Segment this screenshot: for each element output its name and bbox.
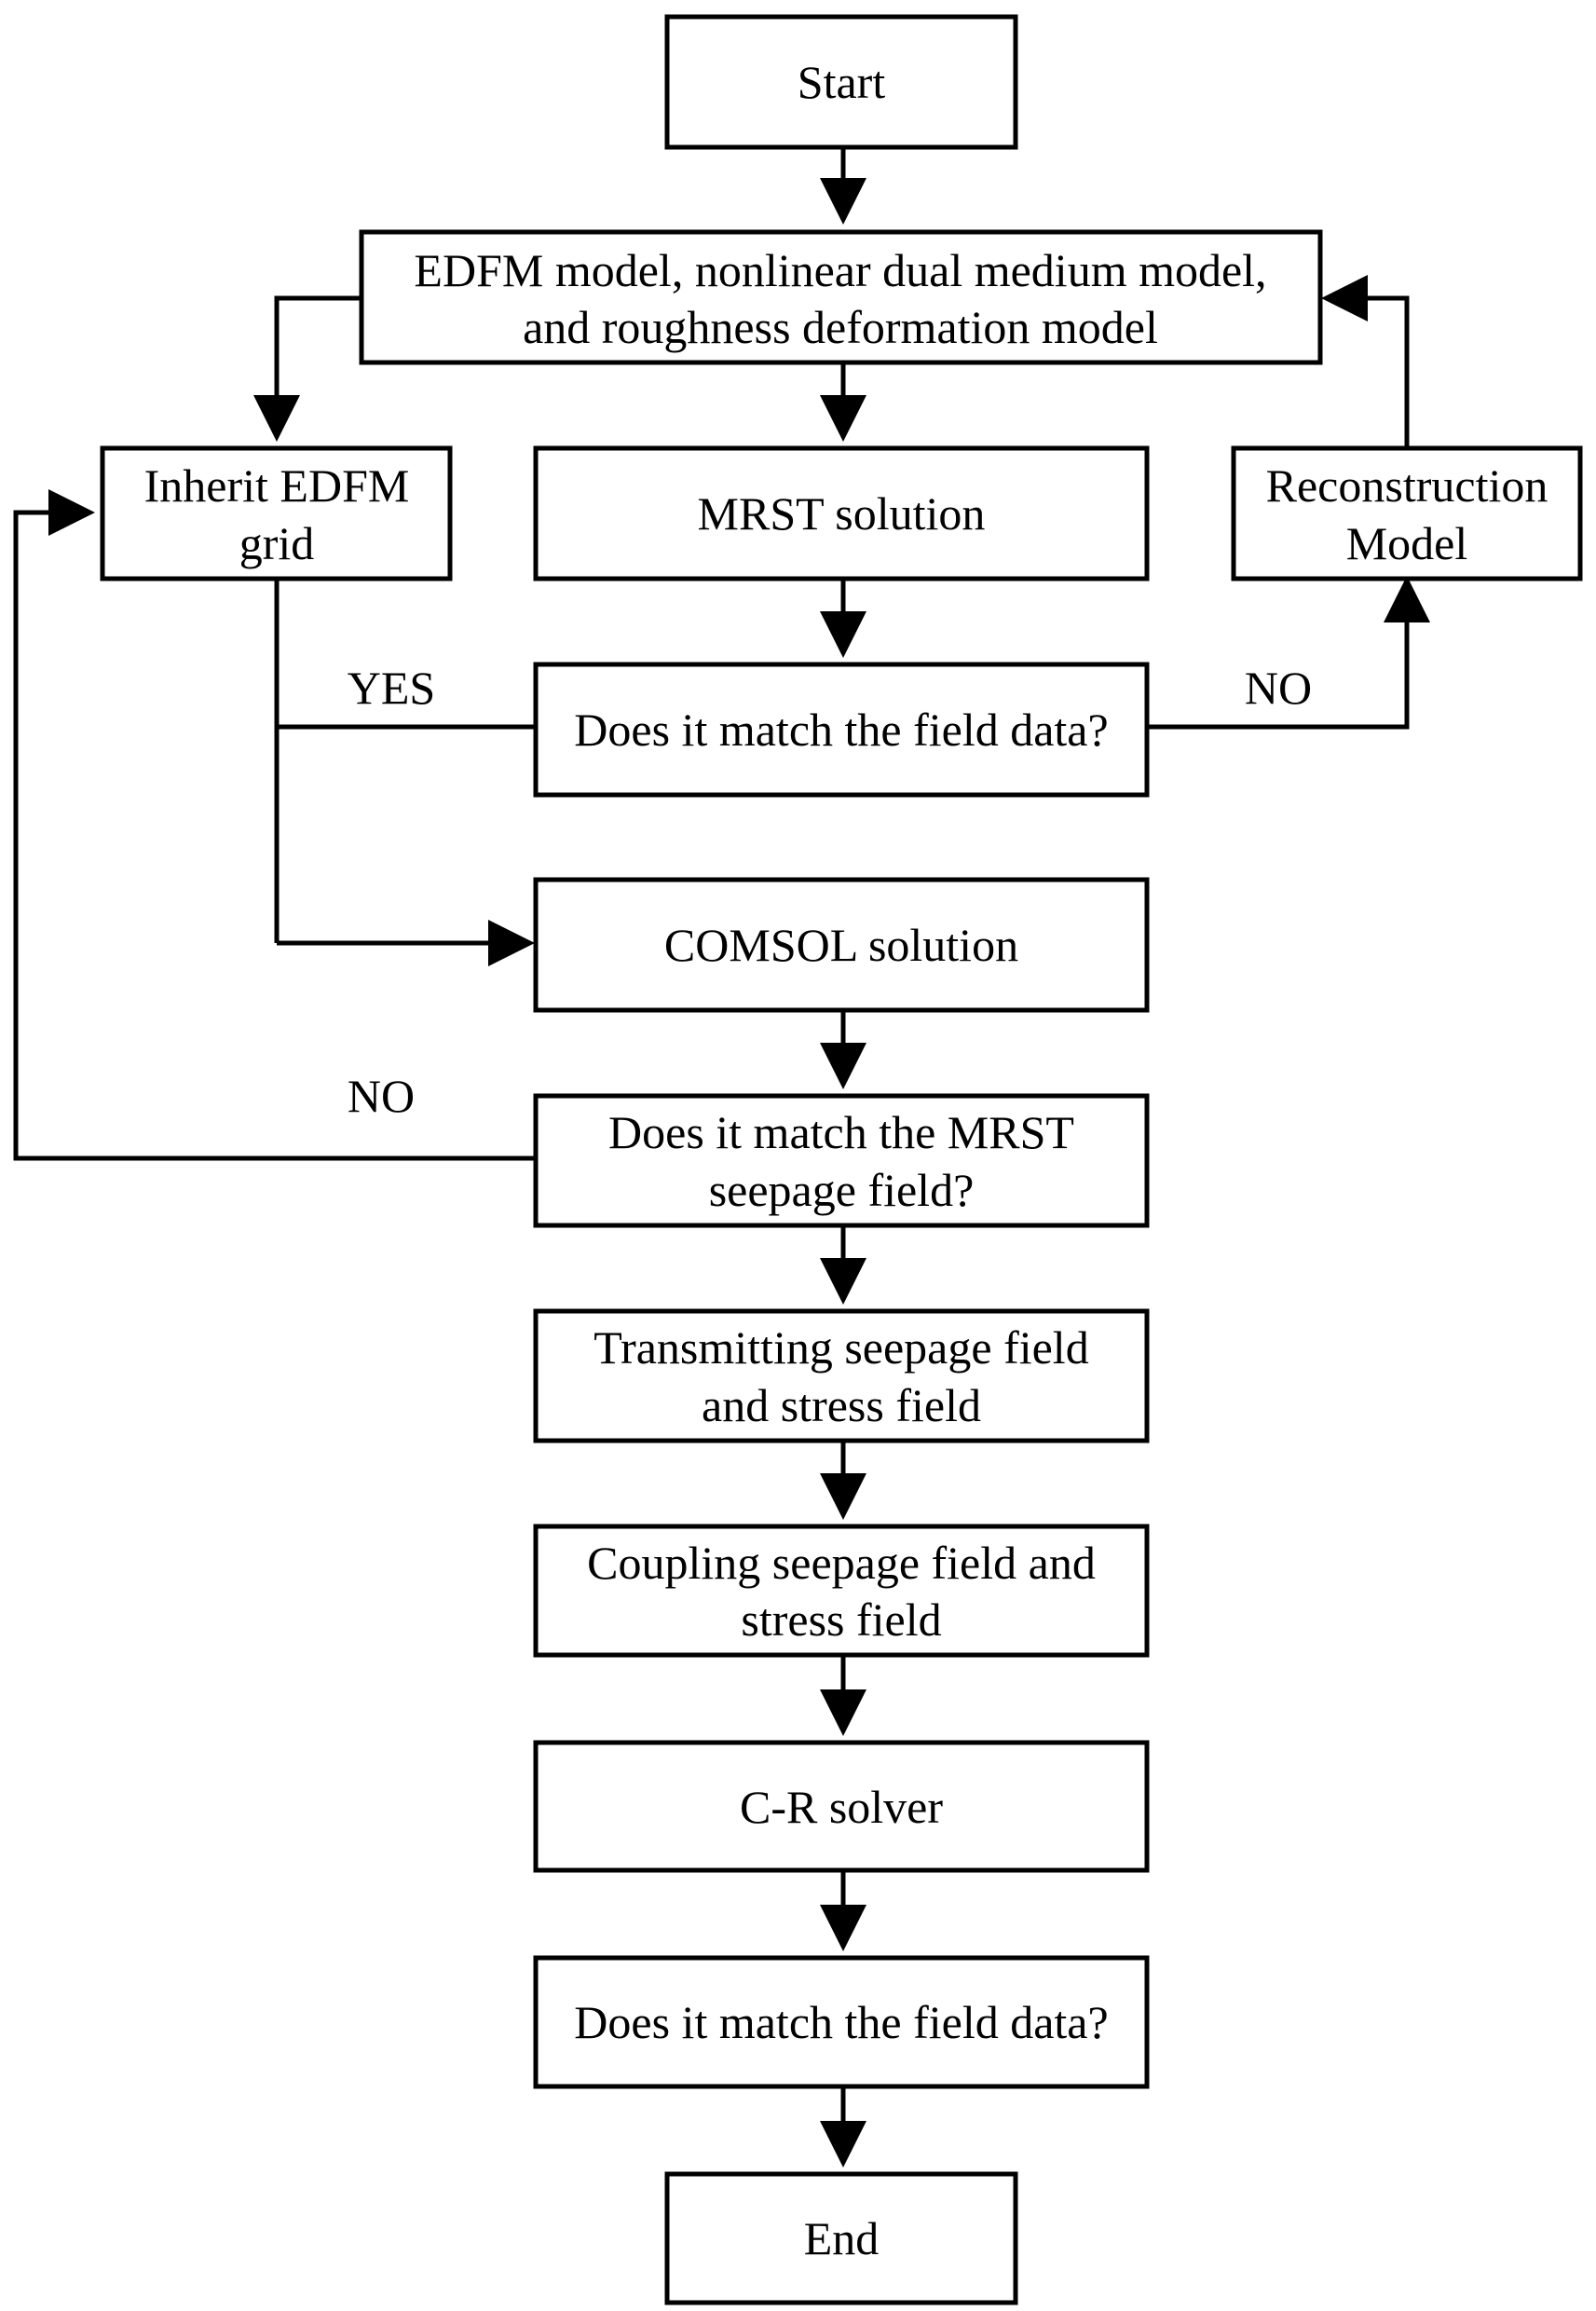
- node-reconstruction-line-2: Model: [1346, 517, 1468, 569]
- node-transmitting: Transmitting seepage field and stress fi…: [533, 1308, 1150, 1443]
- node-coupling-line-1: Coupling seepage field and: [587, 1537, 1096, 1589]
- node-inherit: Inherit EDFM grid: [100, 445, 453, 581]
- node-coupling: Coupling seepage field and stress field: [533, 1524, 1150, 1658]
- node-match1: Does it match the field data?: [533, 662, 1150, 798]
- node-coupling-line-2: stress field: [741, 1593, 941, 1646]
- edges: [13, 147, 1430, 2167]
- node-match2-line-1: Does it match the field data?: [574, 1996, 1108, 2048]
- node-match-mrst-line-2: seepage field?: [709, 1164, 975, 1216]
- node-end: End: [664, 2171, 1018, 2305]
- node-comsol: COMSOL solution: [533, 877, 1150, 1013]
- node-inherit-line-1: Inherit EDFM: [144, 459, 410, 512]
- edge-label-no-left: NO: [348, 1070, 415, 1122]
- edge-label-no-right: NO: [1245, 662, 1312, 714]
- node-match1-line-1: Does it match the field data?: [574, 704, 1108, 756]
- node-match-mrst: Does it match the MRST seepage field?: [533, 1093, 1150, 1228]
- node-start: Start: [664, 14, 1018, 150]
- node-models-line-1: EDFM model, nonlinear dual medium model,: [414, 244, 1266, 296]
- edge-reconstruction-to-models: [1321, 275, 1410, 448]
- edge-models-to-inherit: [253, 295, 361, 442]
- node-match2: Does it match the field data?: [533, 1955, 1150, 2089]
- node-transmitting-line-2: and stress field: [702, 1379, 981, 1431]
- edge-match1-no-to-reconstruction: [1147, 576, 1430, 730]
- node-transmitting-line-1: Transmitting seepage field: [593, 1321, 1088, 1374]
- node-cr-solver: C-R solver: [533, 1740, 1150, 1873]
- node-mrst-line-1: MRST solution: [698, 487, 986, 540]
- node-start-line-1: Start: [798, 56, 886, 108]
- edge-match-mrst-no-to-inherit: [13, 489, 536, 1161]
- node-cr-solver-line-1: C-R solver: [740, 1781, 943, 1833]
- edge-label-yes: YES: [348, 662, 435, 714]
- node-match-mrst-line-1: Does it match the MRST: [608, 1106, 1074, 1158]
- node-reconstruction-line-1: Reconstruction: [1266, 459, 1548, 512]
- node-comsol-line-1: COMSOL solution: [664, 919, 1018, 971]
- node-end-line-1: End: [804, 2212, 880, 2264]
- node-inherit-line-2: grid: [239, 517, 315, 569]
- node-models-line-2: and roughness deformation model: [523, 301, 1158, 353]
- node-models: EDFM model, nonlinear dual medium model,…: [359, 229, 1323, 365]
- node-mrst: MRST solution: [533, 445, 1150, 581]
- node-reconstruction: Reconstruction Model: [1231, 445, 1583, 581]
